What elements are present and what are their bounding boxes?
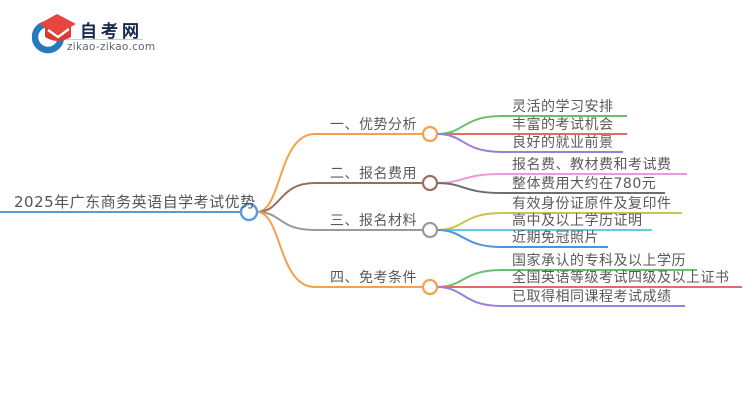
branch-1-label[interactable]: 一、优势分析	[330, 117, 417, 133]
leaf-label[interactable]: 丰富的考试机会	[512, 117, 614, 133]
cap-board	[39, 14, 76, 34]
branch-2-connector	[256, 182, 424, 213]
branch-1-connector	[256, 133, 423, 213]
child-connector	[436, 286, 685, 307]
leaf-label[interactable]: 国家承认的专科及以上学历	[512, 253, 686, 269]
child-connector	[436, 229, 608, 248]
leaf-label[interactable]: 灵活的学习安排	[512, 99, 614, 115]
branch-3-toggle[interactable]	[421, 221, 439, 239]
leaf-label[interactable]: 高中及以上学历证明	[512, 213, 643, 229]
branch-3-connector	[256, 211, 423, 231]
branch-4-label[interactable]: 四、免考条件	[330, 270, 417, 286]
branch-4-toggle[interactable]	[421, 278, 439, 296]
site-logo[interactable]: 自考网 zikao-zikao.com	[30, 9, 170, 57]
leaf-label[interactable]: 良好的就业前景	[512, 135, 614, 151]
branch-4-connector	[256, 211, 423, 288]
graduation-cap-logo-icon	[32, 14, 76, 54]
leaf-label[interactable]: 报名费、教材费和考试费	[512, 157, 672, 173]
leaf-label[interactable]: 已取得相同课程考试成绩	[512, 289, 672, 305]
root-node-label[interactable]: 2025年广东商务英语自学考试优势	[14, 193, 256, 211]
site-url: zikao-zikao.com	[67, 41, 156, 53]
branch-1-toggle[interactable]	[421, 125, 439, 143]
leaf-label[interactable]: 近期免冠照片	[512, 230, 599, 246]
logo-divider	[67, 39, 143, 40]
branch-3-label[interactable]: 三、报名材料	[330, 213, 417, 229]
child-connector	[436, 133, 623, 153]
cap-chevron	[47, 28, 70, 39]
branch-2-label[interactable]: 二、报名费用	[330, 166, 417, 182]
branch-2-toggle[interactable]	[421, 174, 439, 192]
child-connector	[436, 182, 665, 194]
leaf-label[interactable]: 有效身份证原件及复印件	[512, 196, 672, 212]
root-node-toggle[interactable]	[239, 202, 259, 222]
leaf-label[interactable]: 整体费用大约在780元	[512, 176, 657, 192]
site-name: 自考网	[80, 22, 143, 42]
leaf-label[interactable]: 全国英语等级考试四级及以上证书	[512, 270, 730, 286]
